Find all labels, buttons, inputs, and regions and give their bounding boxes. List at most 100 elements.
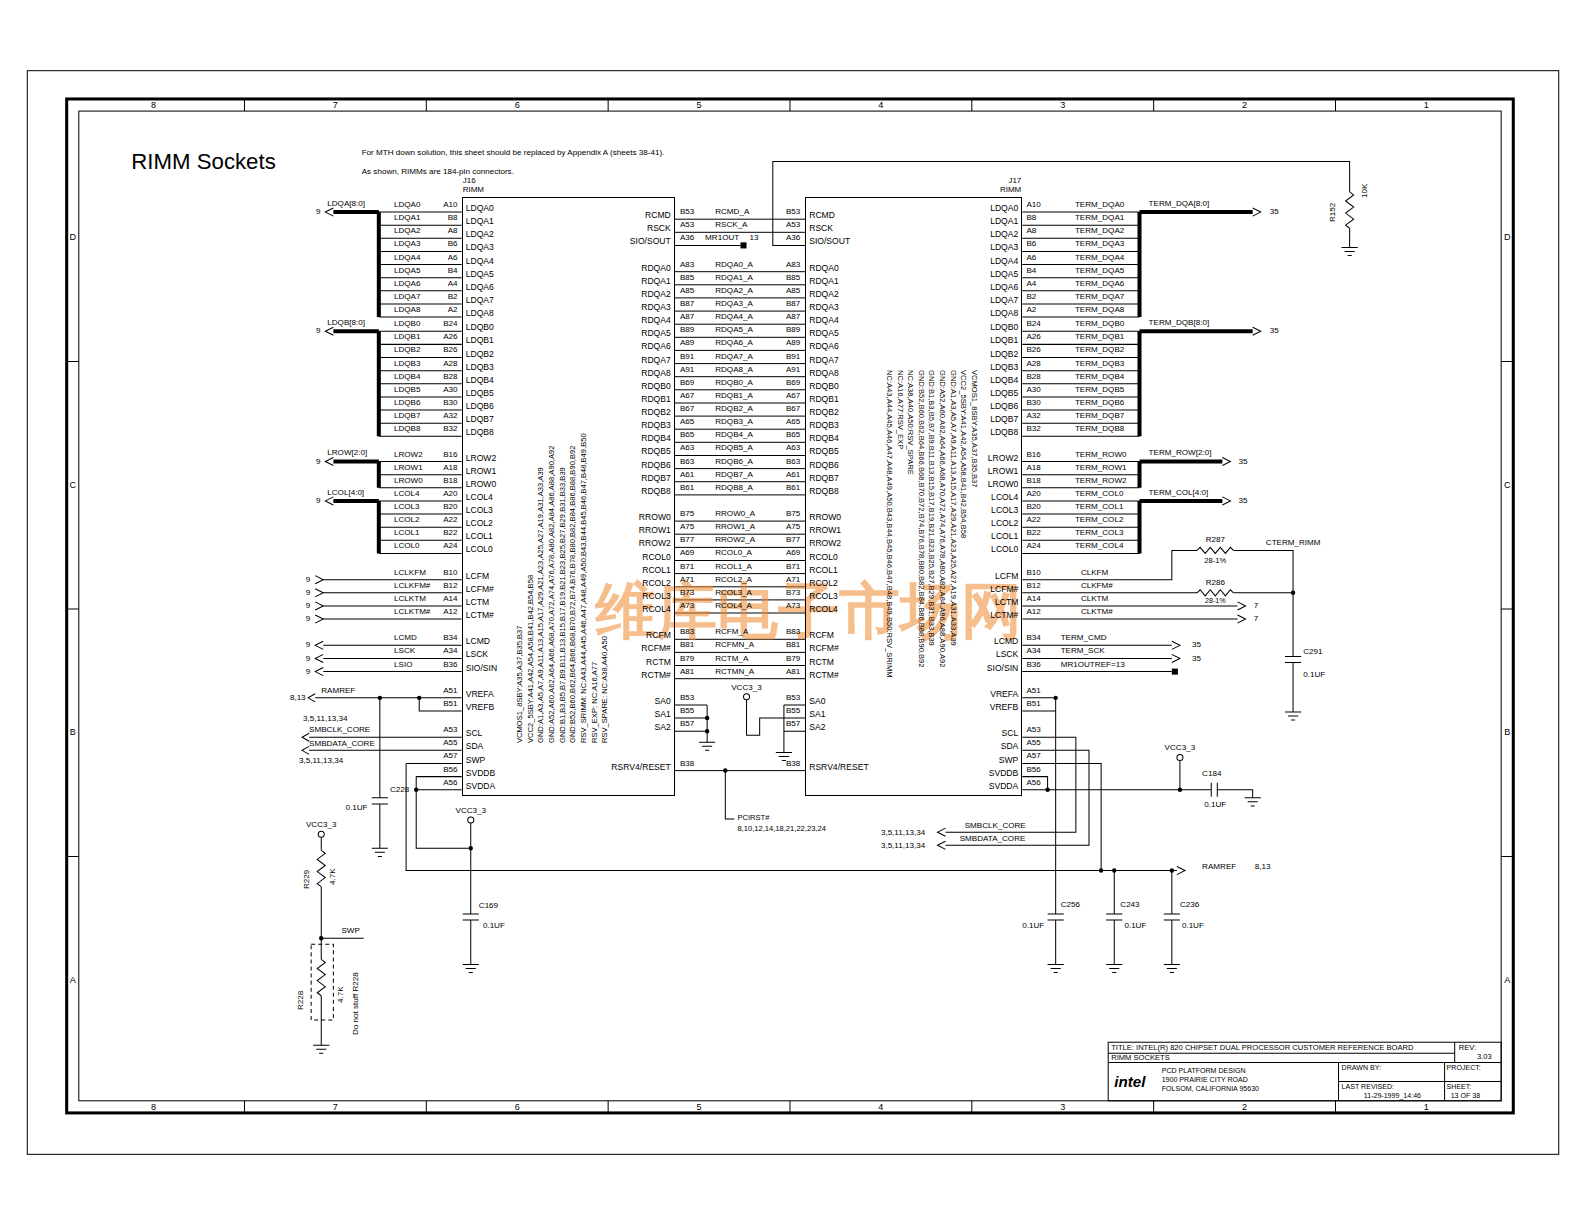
pin-name: RDQA7 — [809, 355, 839, 364]
port-arrow — [302, 208, 1261, 875]
bus-name: LCOL[4:0] — [327, 489, 364, 497]
signal-wire — [675, 350, 805, 351]
net-name: LDQB0 — [394, 320, 421, 328]
pin-name: LCOL1 — [466, 532, 493, 541]
pin-number: A6 — [448, 253, 458, 261]
pin-name: RCMD — [809, 211, 835, 220]
pin-number: B20 — [1026, 503, 1040, 511]
pin-name: RCTM# — [809, 670, 839, 679]
pin-number: B22 — [1026, 529, 1040, 537]
pin-number: B2 — [1026, 293, 1036, 301]
pin-name: RDQA2 — [641, 290, 671, 299]
net-name: TERM_COL3 — [1075, 529, 1123, 537]
wire-label: RDQB8_A — [715, 484, 753, 492]
net-name: LDQA4 — [394, 253, 421, 261]
pin-number: A65 — [680, 418, 694, 426]
pin-number: B32 — [443, 425, 457, 433]
pin-name: VREFA — [990, 690, 1018, 699]
power-label: VCC3_3 — [1165, 744, 1196, 752]
note: For MTH down solution, this sheet should… — [362, 148, 665, 156]
sheet-reference: 35 — [1239, 497, 1248, 505]
pin-name: LDQB2 — [990, 349, 1018, 358]
net-name: LROW2 — [394, 450, 423, 458]
bus-line — [333, 212, 1252, 553]
ground-symbols — [313, 247, 1358, 1053]
net-name: LCLKFM — [394, 569, 426, 577]
net-name: LDQB4 — [394, 373, 421, 381]
inner-border — [79, 111, 1501, 1101]
net-name: MR1OUTREF=13 — [1061, 660, 1125, 668]
net-name: TERM_DQB0 — [1075, 320, 1124, 328]
pin-name: SDA — [466, 742, 484, 751]
pin-number: B30 — [1026, 399, 1040, 407]
sheet-reference: 7 — [1254, 602, 1259, 610]
pin-name: LDQA4 — [466, 256, 494, 265]
pin-number: A51 — [443, 687, 457, 695]
net-name: LDQA1 — [394, 214, 421, 222]
pin-number: B89 — [680, 326, 694, 334]
net-name: TERM_COL2 — [1075, 516, 1123, 524]
grid-reference: 8 — [151, 101, 156, 110]
pin-name: LROW1 — [988, 466, 1019, 475]
pin-number: B26 — [1026, 346, 1040, 354]
net-name: LROW1 — [394, 464, 423, 472]
component-value: 28-1% — [1205, 597, 1225, 604]
pin-number: A91 — [786, 366, 800, 374]
pin-number: A61 — [786, 471, 800, 479]
component-value: 4.7K — [329, 868, 337, 885]
pin-name: LCMD — [994, 637, 1018, 646]
pin-number: A65 — [786, 418, 800, 426]
pin-number: A28 — [1026, 360, 1040, 368]
pin-number: A10 — [1026, 201, 1040, 209]
net-name: LDQA8 — [394, 306, 421, 314]
pin-name: LDQA1 — [990, 217, 1018, 226]
power-pin-list: VCMOS1_8SBY:A35,A37,B35,B37 — [970, 370, 978, 488]
title-block-text: 11-29-1999_14:46 — [1364, 1092, 1421, 1099]
pin-number: B26 — [443, 346, 457, 354]
pin-number: B77 — [680, 536, 694, 544]
pin-number: A24 — [1026, 542, 1040, 550]
pin-name: LDQA6 — [466, 283, 494, 292]
pin-number: B34 — [1026, 634, 1040, 642]
pin-number: A67 — [680, 392, 694, 400]
signal-wire — [675, 403, 805, 404]
grid-reference: 3 — [1060, 1103, 1065, 1112]
pin-number: B30 — [443, 399, 457, 407]
sheet-reference: 35 — [1270, 208, 1279, 216]
pin-name: SA2 — [655, 723, 671, 732]
grid-reference: 5 — [697, 101, 702, 110]
power-pin-list: GND:B1,B3,B5,B7,B9,B11,B13,B15,B17,B19,B… — [928, 370, 936, 646]
pin-name: RCOL3 — [809, 592, 838, 601]
sheet-reference: 13 — [750, 234, 759, 242]
component-ref: R228 — [297, 991, 305, 1010]
power-symbol — [318, 831, 324, 837]
sheet-reference: 9 — [306, 615, 311, 623]
pin-name: RSCK — [809, 224, 833, 233]
pin-number: B38 — [680, 759, 694, 767]
pin-name: SIO/SIN — [987, 663, 1018, 672]
ground-symbol — [1048, 964, 1064, 972]
resistor-symbol — [317, 192, 1353, 996]
pin-number: B85 — [680, 274, 694, 282]
sheet-reference: 35 — [1192, 654, 1201, 662]
pin-number: B56 — [443, 766, 457, 774]
signal-wire — [675, 455, 805, 456]
junction-dots — [319, 591, 1295, 941]
pin-name: RCOL0 — [809, 552, 838, 561]
pin-name: LDQB3 — [466, 362, 494, 371]
net-name: RAMREF — [1202, 862, 1236, 870]
sheet-reference: 8,10,12,14,18,21,22,23,24 — [737, 825, 826, 833]
sheet-reference: 9 — [306, 576, 311, 584]
pin-name: LDQB5 — [466, 389, 494, 398]
pin-name: LSCK — [996, 650, 1018, 659]
net-name: LDQB8 — [394, 425, 421, 433]
pin-name: RDQA3 — [809, 303, 839, 312]
signal-wire — [675, 416, 805, 417]
pin-name: LCOL1 — [991, 532, 1018, 541]
grid-reference: A — [1504, 976, 1510, 985]
component-value: 0.1UF — [346, 804, 368, 812]
pin-number: B8 — [448, 214, 458, 222]
sheet-reference: 9 — [306, 602, 311, 610]
net-name: LDQA0 — [394, 201, 421, 209]
net-name: TERM_DQB7 — [1075, 412, 1124, 420]
